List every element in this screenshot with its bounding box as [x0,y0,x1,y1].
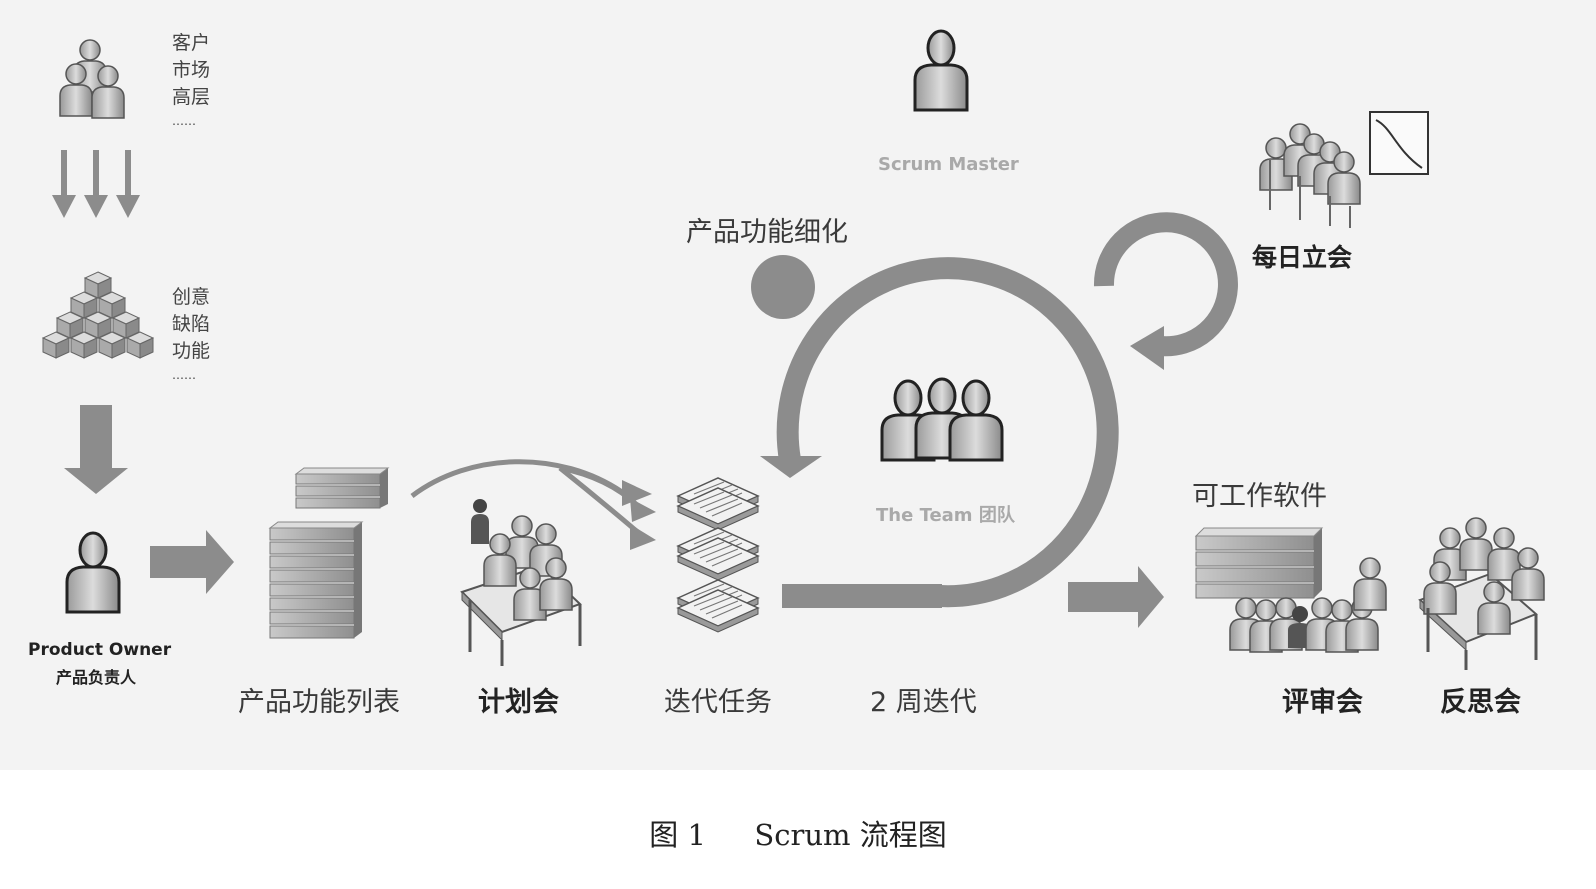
figure-caption: 图 1 Scrum 流程图 [0,812,1596,854]
working-software-label: 可工作软件 [1192,481,1327,512]
scrum-master-label: Scrum Master [878,154,1019,175]
down-arrows-icon [52,150,140,218]
delivery-arrow-icon [1068,566,1164,628]
refinement-dot-icon [751,255,815,319]
stakeholder-market: 市场 [172,59,211,81]
right-arrow-icon [150,530,234,594]
standup-people-icon [1259,123,1361,228]
product-backlog-label: 产品功能列表 [238,687,400,718]
input-more: …… [172,368,196,382]
working-software-stack-icon [1194,527,1324,599]
planning-meeting-label: 计划会 [478,687,559,718]
review-audience-icon [1229,557,1387,653]
figure-number: 图 1 [649,818,706,852]
input-defects: 缺陷 [172,313,211,335]
planning-meeting-icon [460,499,582,666]
scrum-flow-graphic [42,29,1545,670]
product-backlog-stack-icon [268,467,390,639]
scrum-master-icon [913,29,969,112]
down-arrow-icon [64,405,128,494]
sprint-tasks-papers-icon [677,477,759,633]
review-meeting-label: 评审会 [1282,687,1363,718]
stakeholder-customer: 客户 [172,32,211,54]
team-label: The Team 团队 [876,505,1015,526]
stakeholder-more: …… [172,114,196,128]
backlog-items-cubes-icon [42,271,154,359]
sprint-cycle-arrow-icon [760,257,1119,608]
product-owner-en-label: Product Owner [28,640,172,660]
product-owner-icon [65,531,121,614]
product-owner-zh-label: 产品负责人 [55,668,136,687]
stakeholder-management: 高层 [172,86,211,108]
daily-loop-arrow-icon [1093,212,1238,370]
stakeholders-list: 客户 市场 高层 …… [172,30,210,131]
sprint-tasks-label: 迭代任务 [664,687,772,718]
daily-standup-label: 每日立会 [1252,243,1353,272]
sprint-duration-label: 2 周迭代 [870,687,977,718]
input-features: 功能 [172,340,211,362]
inputs-list: 创意 缺陷 功能 …… [172,284,210,385]
stakeholders-icon [59,39,125,119]
team-icon [880,377,1004,462]
refinement-label: 产品功能细化 [686,217,848,248]
figure-title: Scrum 流程图 [754,818,947,852]
retrospective-label: 反思会 [1440,687,1521,718]
input-ideas: 创意 [172,286,211,308]
burndown-chart-icon [1369,111,1429,175]
retrospective-meeting-icon [1418,517,1545,670]
